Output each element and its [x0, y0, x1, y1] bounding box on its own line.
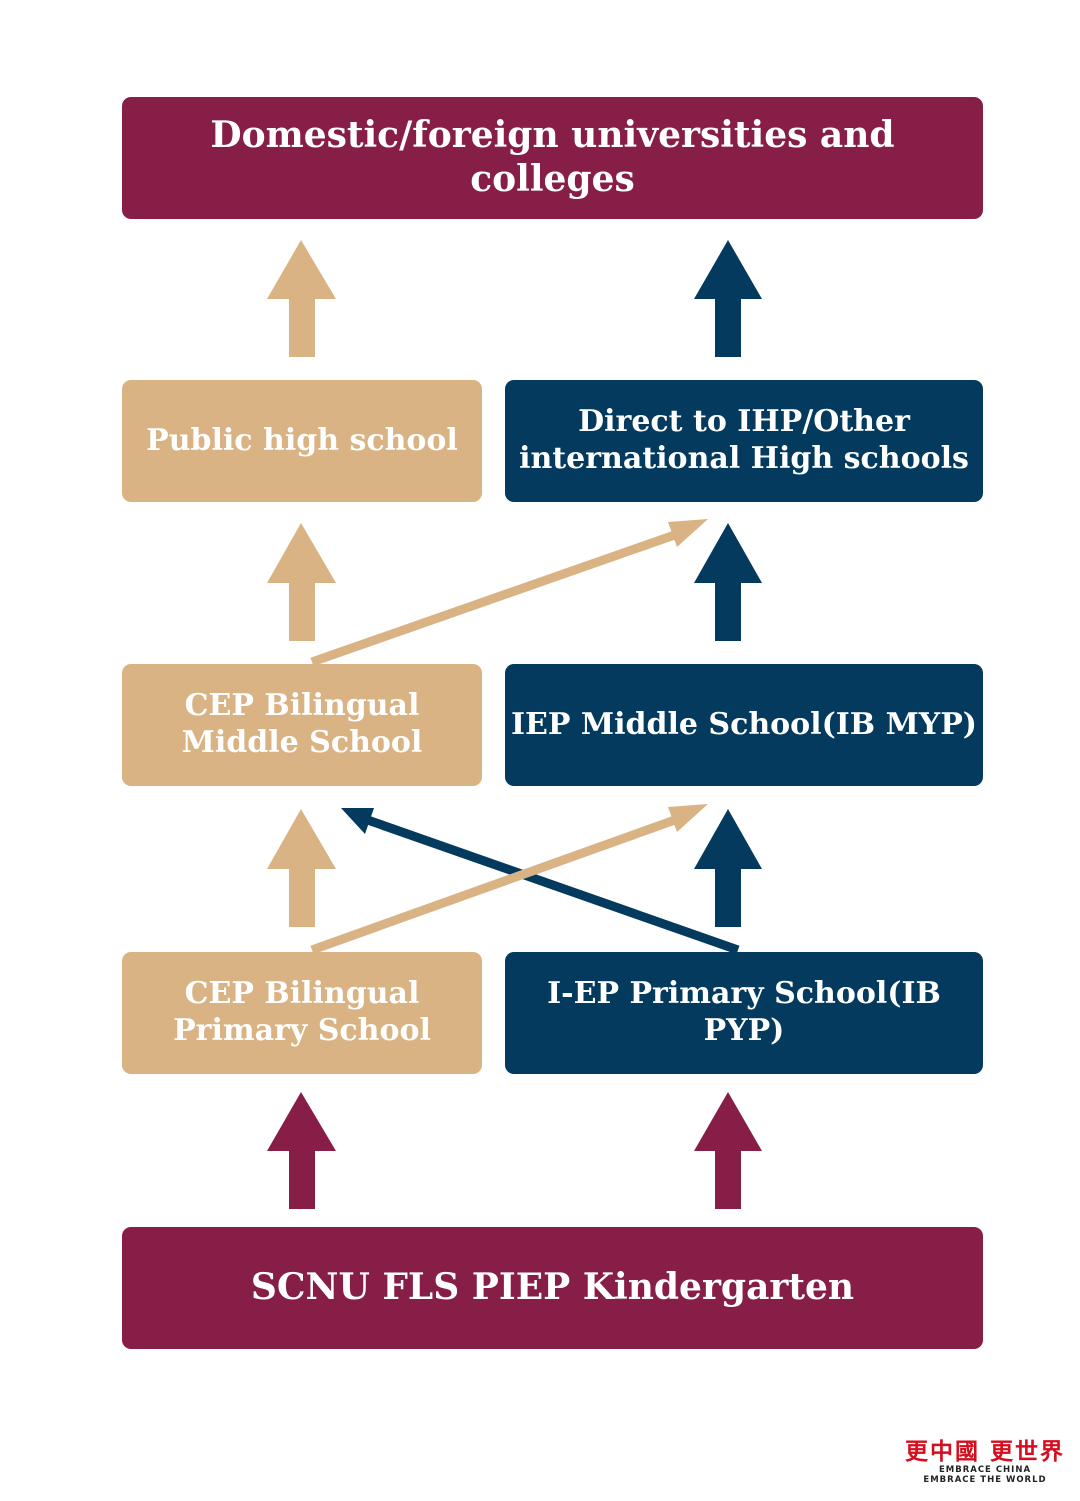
arrow-public-high-to-universities — [267, 240, 336, 357]
arrow-cep-middle-to-international-high-head — [668, 519, 708, 547]
universities-box: Domestic/foreign universities and colleg… — [122, 97, 983, 219]
public-high-school-box: Public high school — [122, 380, 482, 502]
kindergarten-label: SCNU FLS PIEP Kindergarten — [250, 1266, 855, 1309]
international-high-school-box: Direct to IHP/Other international High s… — [505, 380, 983, 502]
cep-primary-school-box: CEP Bilingual Primary School — [122, 952, 482, 1074]
cep-primary-school-label-line2: Primary School — [173, 1013, 431, 1048]
arrow-cep-primary-to-iep-middle-head — [668, 804, 708, 832]
brand-english-line1: EMBRACE CHINA — [938, 1465, 1032, 1475]
international-high-school-label-line1: Direct to IHP/Other — [578, 404, 910, 440]
arrow-cep-primary-to-cep-middle — [267, 809, 336, 927]
arrow-cep-middle-to-international-high — [310, 526, 688, 667]
cep-primary-school-label-line1: CEP Bilingual — [184, 976, 420, 1012]
public-high-school-label: Public high school — [146, 422, 458, 458]
brand-chinese-text: 更中國 更世界 — [904, 1438, 1065, 1465]
universities-label: Domestic/foreign universities and colleg… — [210, 114, 895, 200]
arrow-cep-middle-to-public-high — [267, 523, 336, 641]
arrow-cep-primary-to-iep-middle — [310, 811, 688, 955]
arrow-kindergarten-to-iep-primary — [694, 1092, 762, 1209]
arrow-iep-primary-to-cep-middle — [360, 813, 740, 955]
brand-english-line2: EMBRACE THE WORLD — [923, 1474, 1047, 1485]
arrow-iep-middle-to-international-high — [694, 523, 762, 641]
arrow-iep-primary-to-cep-middle-head — [341, 808, 374, 834]
arrow-iep-primary-to-iep-middle — [694, 809, 762, 927]
arrow-international-high-to-universities — [694, 240, 762, 357]
arrow-kindergarten-to-cep-primary — [267, 1092, 336, 1209]
brand-logo: 更中國 更世界 EMBRACE CHINA EMBRACE THE WORLD — [900, 1432, 1070, 1486]
iep-primary-school-label: I-EP Primary School(IB PYP) — [547, 976, 941, 1048]
iep-primary-school-box: I-EP Primary School(IB PYP) — [505, 952, 983, 1074]
iep-middle-school-label: IEP Middle School(IB MYP) — [511, 706, 977, 742]
cep-middle-school-label-line2: Middle School — [181, 725, 423, 760]
kindergarten-box: SCNU FLS PIEP Kindergarten — [122, 1227, 983, 1349]
international-high-school-label-line2: international High schools — [519, 441, 969, 476]
cep-middle-school-box: CEP Bilingual Middle School — [122, 664, 482, 786]
cep-middle-school-label-line1: CEP Bilingual — [184, 688, 420, 724]
iep-middle-school-box: IEP Middle School(IB MYP) — [505, 664, 983, 786]
